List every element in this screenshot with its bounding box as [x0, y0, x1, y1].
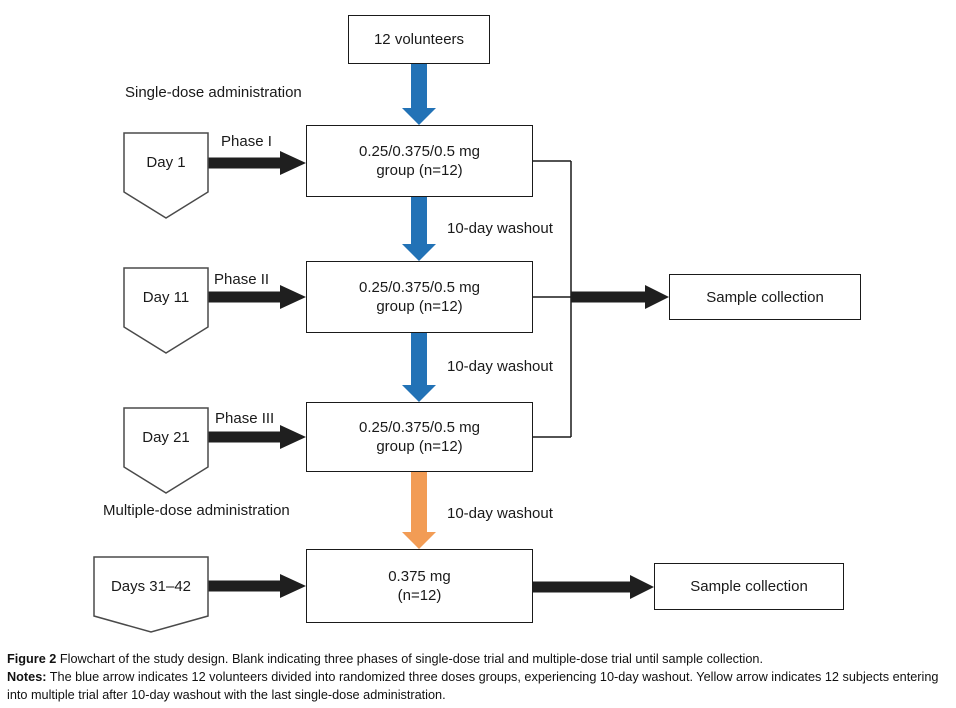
yellow-arrow: [402, 472, 436, 549]
pentagon-day11: [123, 267, 209, 354]
sample-collection-label: Sample collection: [706, 288, 824, 306]
sample-collection-box-2: Sample collection: [654, 563, 844, 610]
sample-collection-label: Sample collection: [690, 578, 808, 595]
sample-collection-box-1: Sample collection: [669, 274, 861, 320]
dose-group-line1: 0.25/0.375/0.5 mg: [359, 143, 480, 160]
blue-arrow-1: [402, 64, 436, 125]
caption-notes-line: Notes: The blue arrow indicates 12 volun…: [7, 668, 953, 704]
black-arrow-sample-collection-2: [533, 575, 654, 599]
black-arrow-day1: [208, 151, 306, 175]
pentagon-day21: [123, 407, 209, 494]
phase-label-2: Phase II: [214, 271, 270, 288]
phase-label-1: Phase I: [221, 133, 272, 150]
day-tag-11: Day 11: [142, 289, 190, 306]
black-arrow-sample-collection-1: [571, 285, 669, 309]
notes-text: The blue arrow indicates 12 volunteers d…: [7, 670, 939, 702]
volunteers-box-label: 12 volunteers: [373, 31, 465, 48]
dose-group-line1: 0.25/0.375/0.5 mg: [359, 419, 480, 436]
day-tag-1: Day 1: [146, 154, 186, 171]
dose-group-box-phase2: 0.25/0.375/0.5 mg group (n=12): [306, 261, 533, 333]
pentagon-days31-42: [93, 556, 209, 633]
dose-group-line2: group (n=12): [376, 298, 463, 315]
figure-caption: Figure 2 Flowchart of the study design. …: [7, 650, 953, 704]
multi-dose-box: 0.375 mg (n=12): [306, 549, 533, 623]
black-arrow-day11: [208, 285, 306, 309]
blue-arrow-2: [402, 197, 436, 261]
flowchart-graphics: [93, 64, 669, 633]
multi-dose-line2: (n=12): [397, 587, 442, 604]
washout-label-3: 10-day washout: [447, 505, 553, 522]
section-label-single-dose: Single-dose administration: [125, 84, 302, 101]
volunteers-box: 12 volunteers: [348, 15, 490, 64]
blue-arrow-3: [402, 333, 436, 402]
caption-title-line: Figure 2 Flowchart of the study design. …: [7, 650, 953, 668]
dose-group-box-phase3: 0.25/0.375/0.5 mg group (n=12): [306, 402, 533, 472]
phase-label-3: Phase III: [215, 410, 275, 427]
day-tag-21: Day 21: [142, 429, 190, 446]
section-label-multiple-dose: Multiple-dose administration: [103, 502, 290, 519]
dose-group-line2: group (n=12): [376, 438, 463, 455]
figure-number-label: Figure 2: [7, 652, 57, 666]
black-arrow-days31-42: [208, 574, 306, 598]
black-arrow-day21: [208, 425, 306, 449]
figure-caption-text: Flowchart of the study design. Blank ind…: [56, 652, 764, 666]
dose-group-box-phase1: 0.25/0.375/0.5 mg group (n=12): [306, 125, 533, 197]
pentagon-day1: [123, 132, 209, 219]
notes-label: Notes:: [7, 670, 47, 684]
washout-label-2: 10-day washout: [447, 358, 553, 375]
flowchart-figure: 12 volunteers 0.25/0.375/0.5 mg group (n…: [93, 15, 861, 633]
dose-group-line1: 0.25/0.375/0.5 mg: [359, 279, 480, 296]
day-tag-31-42: Days 31–42: [110, 578, 192, 595]
dose-group-line2: group (n=12): [376, 162, 463, 179]
multi-dose-line1: 0.375 mg: [388, 568, 451, 585]
washout-label-1: 10-day washout: [447, 220, 553, 237]
